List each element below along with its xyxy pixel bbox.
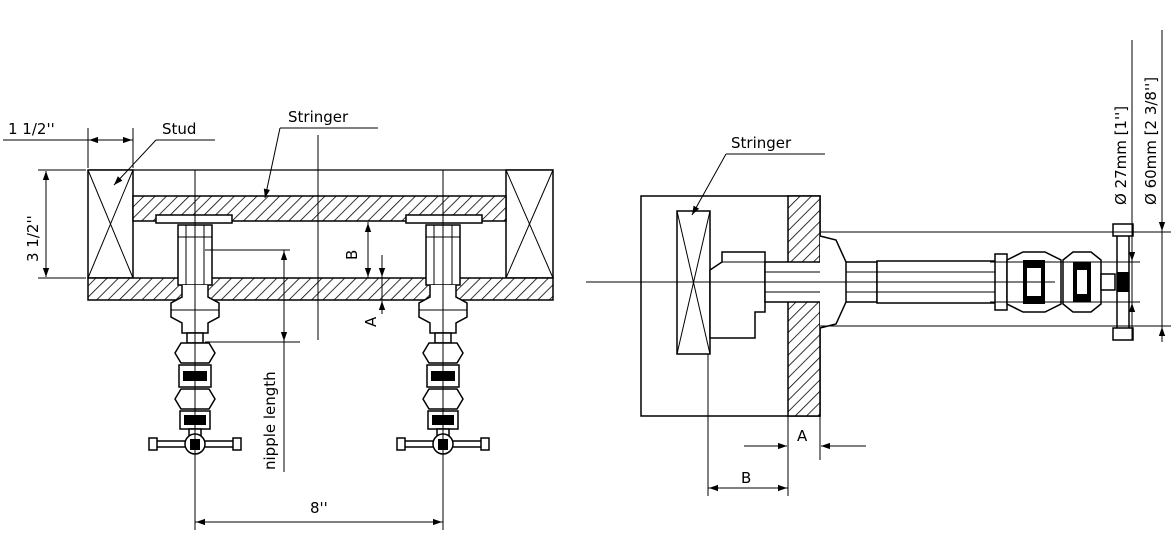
nipple-length-label: nipple length <box>261 371 279 470</box>
side-elevation: Stringer A B Ø 27mm [1''] Ø 60mm [2 3/8'… <box>586 30 1171 496</box>
dim-a-left-label: A <box>362 316 380 327</box>
dim-b-left-label: B <box>343 250 361 260</box>
dim-stud-width-label: 1 1/2'' <box>8 120 55 138</box>
dim-b-right-label: B <box>741 469 751 487</box>
front-elevation: 1 1/2'' Stud Stringer 3 1/2'' B A nipple <box>3 108 554 530</box>
dim-a-right-label: A <box>797 427 808 445</box>
stringer-right-label: Stringer <box>731 134 792 152</box>
base-plate <box>87 277 554 301</box>
stud-label: Stud <box>162 120 196 138</box>
dia-27-label: Ø 27mm [1''] <box>1112 106 1130 205</box>
wall-plate <box>787 195 821 417</box>
stringer-left-label: Stringer <box>288 108 349 126</box>
dia-60-label: Ø 60mm [2 3/8''] <box>1142 77 1160 205</box>
dim-stud-height-label: 3 1/2'' <box>24 215 42 262</box>
spacing-label: 8'' <box>310 499 328 517</box>
